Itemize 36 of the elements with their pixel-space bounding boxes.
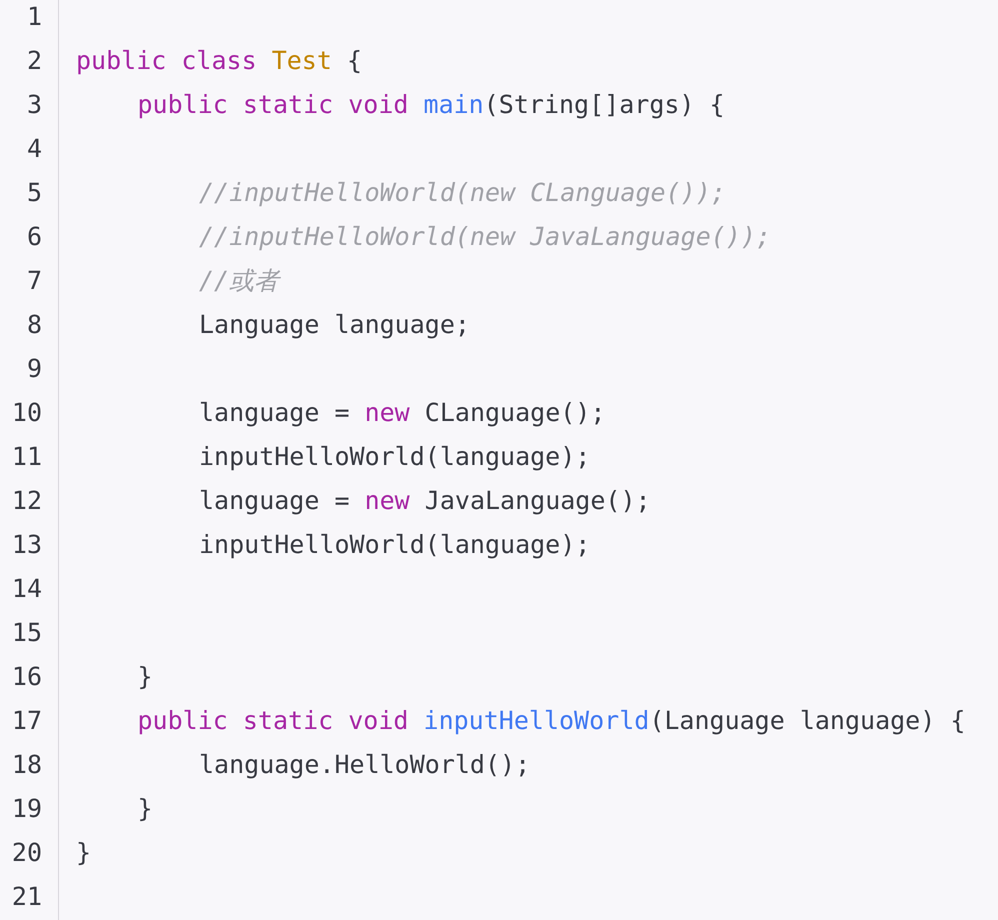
line-number: 7 [26, 266, 42, 296]
line-number: 2 [26, 46, 42, 76]
line-number: 5 [26, 178, 42, 208]
line-number: 17 [10, 706, 42, 736]
line-number: 13 [10, 530, 42, 560]
code-line: language = new CLanguage(); [199, 398, 606, 428]
line-number: 16 [10, 662, 42, 692]
code-line: } [138, 794, 153, 824]
code-line: //inputHelloWorld(new JavaLanguage()); [199, 222, 771, 252]
code-line: inputHelloWorld(language); [199, 442, 590, 472]
code-line: public class Test { [76, 46, 362, 76]
code-line: Language language; [199, 310, 470, 340]
line-number: 9 [26, 354, 42, 384]
line-number: 18 [10, 750, 42, 780]
code-line: public static void inputHelloWorld(Language language) { [138, 706, 966, 736]
line-number: 15 [10, 618, 42, 648]
code-line: language = new JavaLanguage(); [199, 486, 651, 516]
line-number: 4 [26, 134, 42, 164]
line-number: 6 [26, 222, 42, 252]
code-line: inputHelloWorld(language); [199, 530, 590, 560]
code-line: } [76, 838, 92, 868]
code-line: } [138, 662, 153, 692]
line-number: 20 [10, 838, 42, 868]
code-line: language.HelloWorld(); [199, 750, 530, 780]
code-line: public static void main(String[]args) { [138, 90, 725, 120]
line-number: 1 [26, 2, 42, 32]
line-number: 21 [10, 882, 42, 912]
line-number: 3 [26, 90, 42, 120]
line-number: 10 [10, 398, 42, 428]
code-line: //inputHelloWorld(new CLanguage()); [199, 178, 726, 208]
line-number: 12 [10, 486, 42, 516]
code-line: //或者 [199, 266, 280, 296]
line-number: 11 [10, 442, 42, 472]
line-number: 8 [26, 310, 42, 340]
line-number: 14 [10, 574, 42, 604]
line-number: 19 [10, 794, 42, 824]
